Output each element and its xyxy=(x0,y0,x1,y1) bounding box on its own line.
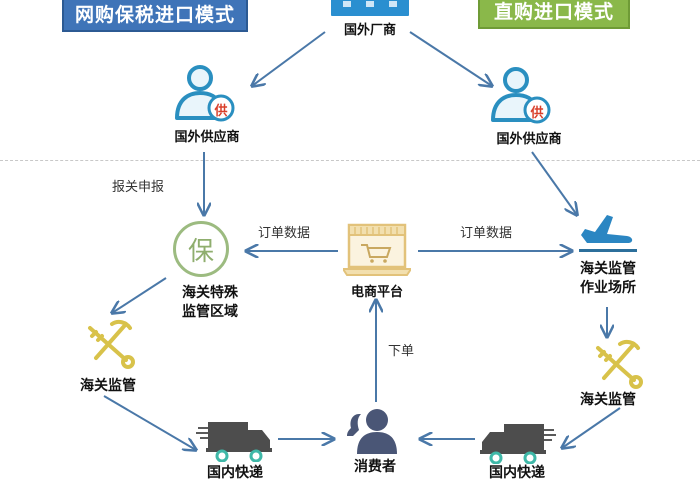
supplier-person-icon xyxy=(486,64,556,126)
foreign-supplier-left-label: 国外供应商 xyxy=(174,130,240,145)
factory-icon xyxy=(331,0,409,16)
customs-right-label: 海关监管 xyxy=(580,392,636,408)
customs-declaration-label: 报关申报 xyxy=(112,180,165,195)
supplier-badge: 供 xyxy=(530,106,544,121)
place-order-label: 下单 xyxy=(388,344,415,359)
supplier-person-icon xyxy=(170,62,240,124)
customs-site-label-line1: 海关监管 xyxy=(580,261,636,277)
consumer-people-icon xyxy=(343,406,405,456)
foreign-supplier-right-label: 国外供应商 xyxy=(496,132,562,147)
online-store-laptop-icon xyxy=(341,221,413,277)
bonded-zone-label: 海关特殊 监管区域 xyxy=(175,284,245,322)
bonded-import-mode-title: 网购保税进口模式 xyxy=(62,0,248,32)
flow-arrows xyxy=(103,31,621,470)
direct-import-mode-title: 直购进口模式 xyxy=(478,0,630,29)
customs-site-label: 海关监管 作业场所 xyxy=(573,260,643,298)
bonded-zone-label-line1: 海关特殊 xyxy=(182,285,238,301)
customs-site-label-line2: 作业场所 xyxy=(580,280,636,296)
ecommerce-platform-label: 电商平台 xyxy=(350,285,403,300)
consumer-label: 消费者 xyxy=(354,459,396,475)
bonded-circle-icon: 保 xyxy=(173,221,229,277)
section-divider xyxy=(0,160,700,161)
airplane-departure-icon xyxy=(577,205,639,255)
delivery-right-label: 国内快递 xyxy=(489,465,545,481)
order-data-right-label: 订单数据 xyxy=(460,226,513,241)
foreign-manufacturer-label: 国外厂商 xyxy=(343,23,396,38)
customs-emblem-icon xyxy=(82,318,138,370)
customs-left-label: 海关监管 xyxy=(80,378,136,394)
delivery-truck-icon xyxy=(478,420,556,465)
delivery-left-label: 国内快递 xyxy=(207,465,263,481)
supplier-badge: 供 xyxy=(214,104,228,119)
customs-emblem-icon xyxy=(590,338,646,390)
delivery-truck-icon xyxy=(196,418,274,463)
bonded-zone-label-line2: 监管区域 xyxy=(182,304,238,320)
order-data-left-label: 订单数据 xyxy=(258,226,311,241)
